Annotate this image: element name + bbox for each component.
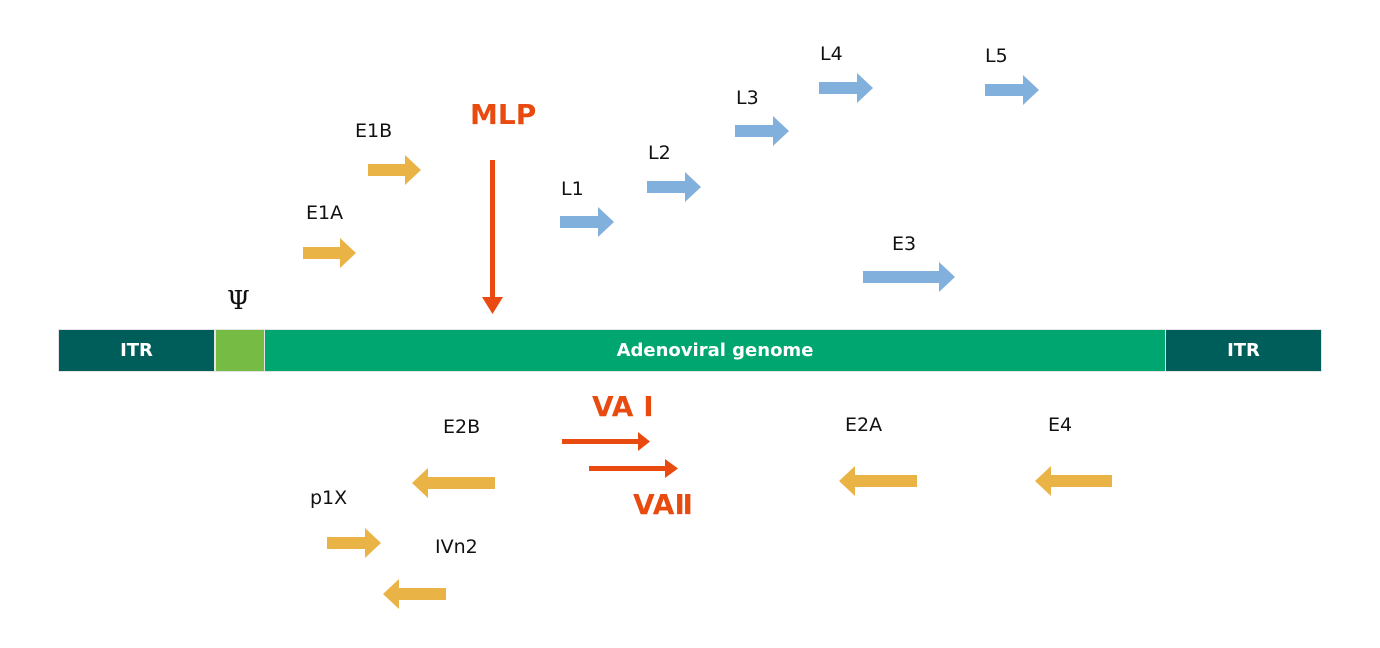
p1x-arrow: [327, 528, 381, 558]
right-itr-segment: ITR: [1165, 329, 1322, 372]
e1b-label: E1B: [355, 120, 393, 142]
e1a-label: E1A: [306, 202, 344, 224]
l2-label: L2: [648, 142, 671, 164]
l4-arrow: [819, 73, 873, 103]
psi-packaging-segment: [215, 329, 265, 372]
l1-label: L1: [561, 178, 584, 200]
va1-arrow-head: [638, 432, 650, 451]
l1-arrow: [560, 207, 614, 237]
mlp-arrow-shaft: [490, 160, 495, 298]
mlp-label: MLP: [470, 98, 537, 131]
va2-arrow-shaft: [589, 466, 667, 471]
l4-label: L4: [820, 43, 843, 65]
ivn2-label: IVn2: [435, 536, 478, 558]
va2-label: VAⅡ: [633, 488, 693, 521]
va1-arrow-shaft: [562, 439, 640, 444]
e2a-arrow: [839, 466, 917, 496]
e3-arrow: [863, 262, 955, 292]
right-itr-label: ITR: [1227, 340, 1260, 361]
genome-label: Adenoviral genome: [616, 340, 814, 361]
l2-arrow: [647, 172, 701, 202]
e4-label: E4: [1048, 414, 1073, 436]
va2-arrow-head: [665, 459, 678, 478]
l5-arrow: [985, 75, 1039, 105]
left-itr-segment: ITR: [58, 329, 215, 372]
e2b-label: E2B: [443, 416, 481, 438]
e1a-arrow: [303, 238, 356, 268]
mlp-arrow-head: [482, 297, 503, 314]
l3-arrow: [735, 116, 789, 146]
p1x-label: p1X: [310, 487, 348, 509]
ivn2-arrow: [383, 579, 446, 609]
e2b-arrow: [412, 468, 495, 498]
l5-label: L5: [985, 45, 1008, 67]
left-itr-label: ITR: [120, 340, 153, 361]
va1-label: VA Ⅰ: [592, 390, 654, 423]
genome-segment: Adenoviral genome: [265, 329, 1165, 372]
l3-label: L3: [736, 87, 759, 109]
e2a-label: E2A: [845, 414, 883, 436]
e1b-arrow: [368, 155, 421, 185]
e4-arrow: [1035, 466, 1112, 496]
e3-label: E3: [892, 233, 917, 255]
psi-symbol: Ψ: [227, 286, 250, 316]
